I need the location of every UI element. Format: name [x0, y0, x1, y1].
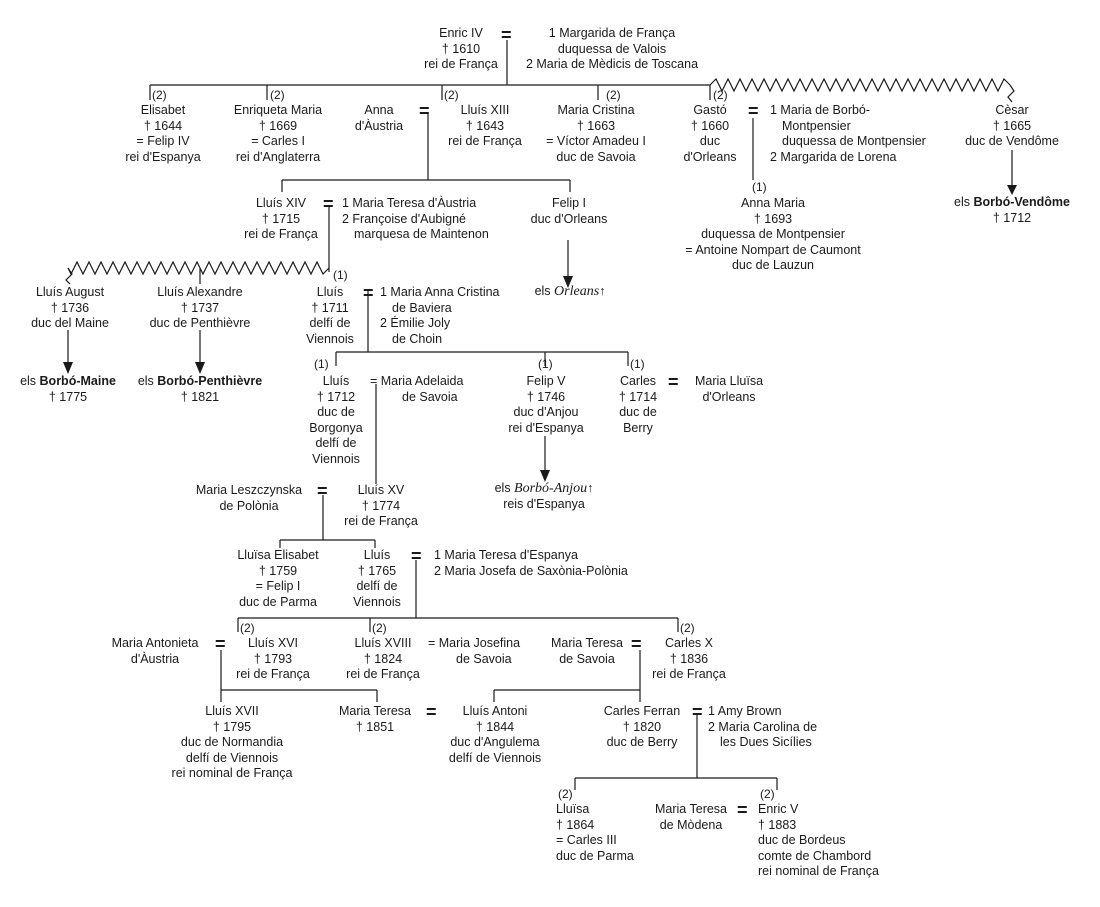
spouses-gasto: 1 Maria de Borbó- Montpensier duquessa d…: [770, 103, 926, 164]
marriage-mark: =: [419, 101, 430, 121]
person-carles-x: Carles X † 1836 rei de França: [652, 636, 726, 681]
person-enric-v: Enric V † 1883 duc de Bordeus comte de C…: [758, 802, 879, 878]
person-lluis-xv: Lluís XV † 1774 rei de França: [344, 483, 418, 528]
person-felip-i: Felip I duc d'Orleans: [530, 196, 608, 226]
house-borbo-anjou: els Borbó-Anjou↑ reis d'Espanya: [494, 481, 594, 511]
person-lluis-xvi: Lluís XVI † 1793 rei de França: [236, 636, 310, 681]
person-gasto: Gastó † 1660 duc d'Orleans: [683, 103, 737, 164]
person-lluis-1765: Lluís † 1765 delfí de Viennois: [353, 548, 401, 609]
person-lluisa-elisabet: Lluïsa Elisabet † 1759 = Felip I duc de …: [237, 548, 319, 609]
marriage-number: (2): [558, 787, 573, 801]
person-lluis-borgonya: Lluís † 1712 duc de Borgonya delfí de Vi…: [309, 374, 363, 466]
house-borbo-vendome: els Borbó-Vendôme † 1712: [954, 195, 1070, 225]
spouses-carles-ferran: 1 Amy Brown 2 Maria Carolina de les Dues…: [708, 704, 818, 749]
marriage-number: (2): [270, 88, 285, 102]
marriage-mark: =: [748, 101, 759, 121]
person-lluis-xiv: Lluís XIV † 1715 rei de França: [244, 196, 318, 241]
marriage-number: (1): [752, 180, 767, 194]
person-carles-ferran: Carles Ferran † 1820 duc de Berry: [603, 704, 681, 749]
spouse-maria-lluisa: Maria Lluïsa d'Orleans: [694, 374, 764, 404]
marriage-mark: =: [631, 634, 642, 654]
marriage-mark: =: [411, 546, 422, 566]
person-maria-cristina: Maria Cristina † 1663 = Víctor Amadeu I …: [546, 103, 646, 164]
person-anna-austria: Anna d'Àustria: [354, 103, 404, 133]
person-enriqueta-maria: Enriqueta Maria † 1669 = Carles I rei d'…: [233, 103, 323, 164]
marriage-mark: =: [692, 702, 703, 722]
marriage-number: (2): [606, 88, 621, 102]
person-anna-maria: Anna Maria † 1693 duquessa de Montpensie…: [685, 196, 861, 272]
person-enric-iv: Enric IV † 1610 rei de França: [424, 26, 498, 71]
spouse-maria-leszczynska: Maria Leszczynska de Polònia: [195, 483, 303, 513]
illegitimate-line-lxiv: [67, 260, 330, 276]
marriage-number: (2): [152, 88, 167, 102]
marriage-mark: =: [317, 481, 328, 501]
person-lluis-alexandre: Lluís Alexandre † 1737 duc de Penthièvre: [149, 285, 251, 330]
spouse-maria-adelaida: = Maria Adelaida de Savoia: [370, 374, 464, 404]
person-cesar: Cèsar † 1665 duc de Vendôme: [965, 103, 1059, 148]
person-felip-v: Felip V † 1746 duc d'Anjou rei d'Espanya: [508, 374, 584, 435]
marriage-number: (1): [538, 357, 553, 371]
marriage-mark: =: [737, 800, 748, 820]
marriage-number: (2): [444, 88, 459, 102]
spouse-maria-teresa-savoia: Maria Teresa de Savoia: [550, 636, 624, 666]
person-carles-berry: Carles † 1714 duc de Berry: [618, 374, 658, 435]
arrowheads: [63, 185, 1017, 482]
person-lluis-antoni: Lluís Antoni † 1844 duc d'Angulema delfí…: [448, 704, 542, 765]
person-lluis-delfi: Lluís † 1711 delfí de Viennois: [306, 285, 354, 346]
spouses-enric-iv: 1 Margarida de França duquessa de Valois…: [525, 26, 699, 71]
person-maria-teresa-1851: Maria Teresa † 1851: [338, 704, 412, 734]
illegitimate-line-cesar: [709, 77, 1011, 93]
person-lluisa-1864: Lluïsa † 1864 = Carles III duc de Parma: [556, 802, 634, 863]
spouse-maria-josefina: = Maria Josefina de Savoia: [428, 636, 521, 666]
spouse-maria-teresa-modena: Maria Teresa de Mòdena: [654, 802, 728, 832]
person-lluis-august: Lluís August † 1736 duc del Maine: [31, 285, 109, 330]
house-borbo-penthievre: els Borbó-Penthièvre † 1821: [137, 374, 263, 404]
spouses-lluis-delfi: 1 Maria Anna Cristina de Baviera 2 Émili…: [380, 285, 500, 346]
house-orleans: els Orleans↑: [534, 284, 606, 299]
spouses-lluis-xiv: 1 Maria Teresa d'Àustria 2 Françoise d'A…: [342, 196, 489, 241]
spouses-lluis-1765: 1 Maria Teresa d'Espanya 2 Maria Josefa …: [434, 548, 628, 578]
marriage-number: (1): [314, 357, 329, 371]
marriage-mark: =: [323, 194, 334, 214]
marriage-number: (2): [372, 621, 387, 635]
marriage-number: (2): [760, 787, 775, 801]
person-lluis-xvii: Lluís XVII † 1795 duc de Normandia delfí…: [171, 704, 293, 780]
marriage-mark: =: [426, 702, 437, 722]
spouse-maria-antonieta: Maria Antonieta d'Àustria: [111, 636, 199, 666]
house-borbo-maine: els Borbó-Maine † 1775: [20, 374, 116, 404]
marriage-number: (2): [240, 621, 255, 635]
marriage-number: (2): [680, 621, 695, 635]
person-elisabet: Elisabet † 1644 = Felip IV rei d'Espanya: [125, 103, 201, 164]
marriage-number: (1): [630, 357, 645, 371]
marriage-mark: =: [501, 25, 512, 45]
marriage-mark: =: [668, 372, 679, 392]
marriage-number: (2): [713, 88, 728, 102]
person-lluis-xiii: Lluís XIII † 1643 rei de França: [448, 103, 522, 148]
marriage-mark: =: [215, 634, 226, 654]
person-lluis-xviii: Lluís XVIII † 1824 rei de França: [346, 636, 420, 681]
marriage-mark: =: [363, 283, 374, 303]
marriage-number: (1): [333, 268, 348, 282]
